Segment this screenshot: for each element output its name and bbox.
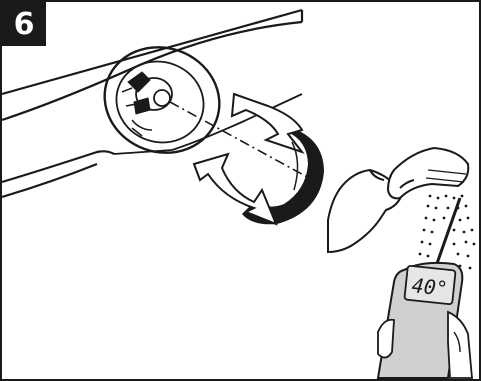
temperature-readout: 40° — [411, 273, 449, 301]
step-number-badge: 6 — [2, 2, 46, 46]
